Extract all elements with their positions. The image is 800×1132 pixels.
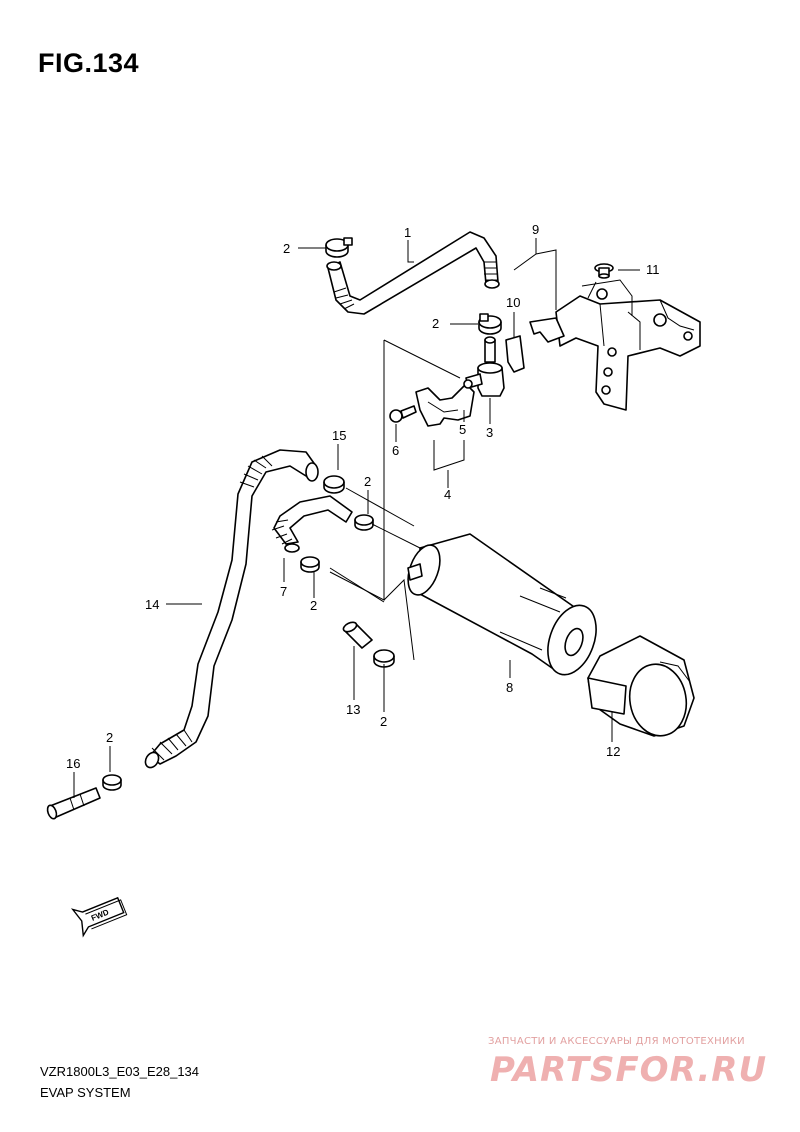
callout-1: 1: [404, 225, 411, 240]
callout-7: 7: [280, 584, 287, 599]
callout-15: 15: [332, 428, 346, 443]
callout-16: 16: [66, 756, 80, 771]
clamp-2-middle: [354, 514, 374, 531]
fwd-arrow-icon: FWD: [70, 896, 128, 938]
part-11-grommet: [594, 263, 614, 279]
callout-8: 8: [506, 680, 513, 695]
callout-9: 9: [532, 222, 539, 237]
clamp-2-upper-left: [325, 237, 353, 258]
part-16-nipple: [46, 787, 101, 820]
callout-2: 2: [310, 598, 317, 613]
part-1-hose: [326, 231, 500, 315]
callout-labels: 2 1 9 11 10 2 3 5 6 4 15 2 7 2 14 8 12 1…: [66, 222, 660, 771]
callout-2: 2: [380, 714, 387, 729]
callout-13: 13: [346, 702, 360, 717]
part-6-screw: [389, 405, 417, 423]
part-4-5-bracket: [415, 379, 475, 427]
clamp-2-lower-left: [300, 556, 320, 573]
part-3-fitting: [465, 336, 505, 397]
part-13-short-hose: [342, 621, 373, 649]
callout-2: 2: [432, 316, 439, 331]
callout-12: 12: [606, 744, 620, 759]
clamp-2-upper-right: [478, 313, 502, 335]
callout-6: 6: [392, 443, 399, 458]
part-7-hose: [271, 495, 353, 553]
callout-4: 4: [444, 487, 451, 502]
clamp-2-hose-bottom: [102, 774, 122, 791]
part-14-long-hose: [144, 449, 319, 769]
callout-11: 11: [646, 262, 660, 277]
part-9-bracket: [529, 279, 701, 411]
callout-2: 2: [364, 474, 371, 489]
callout-10: 10: [506, 295, 520, 310]
figure-code: VZR1800L3_E03_E28_134: [40, 1064, 200, 1079]
callout-2: 2: [283, 241, 290, 256]
clamp-2-hose-top: [323, 475, 345, 494]
assembly-guide-lines: [329, 339, 461, 661]
part-10-clip: [505, 335, 525, 373]
callout-5: 5: [459, 422, 466, 437]
figure-name: EVAP SYSTEM: [40, 1085, 131, 1100]
callout-3: 3: [486, 425, 493, 440]
part-8-canister: [407, 533, 597, 676]
callout-2: 2: [106, 730, 113, 745]
figure-title: FIG.134: [38, 48, 140, 78]
callout-14: 14: [145, 597, 159, 612]
leader-lines: [73, 238, 640, 798]
watermark-brand: PARTSFOR.RU: [490, 1050, 768, 1090]
watermark-tagline: ЗАПЧАСТИ И АКСЕССУАРЫ ДЛЯ МОТОТЕХНИКИ: [488, 1036, 745, 1047]
part-12-cover: [587, 635, 695, 737]
